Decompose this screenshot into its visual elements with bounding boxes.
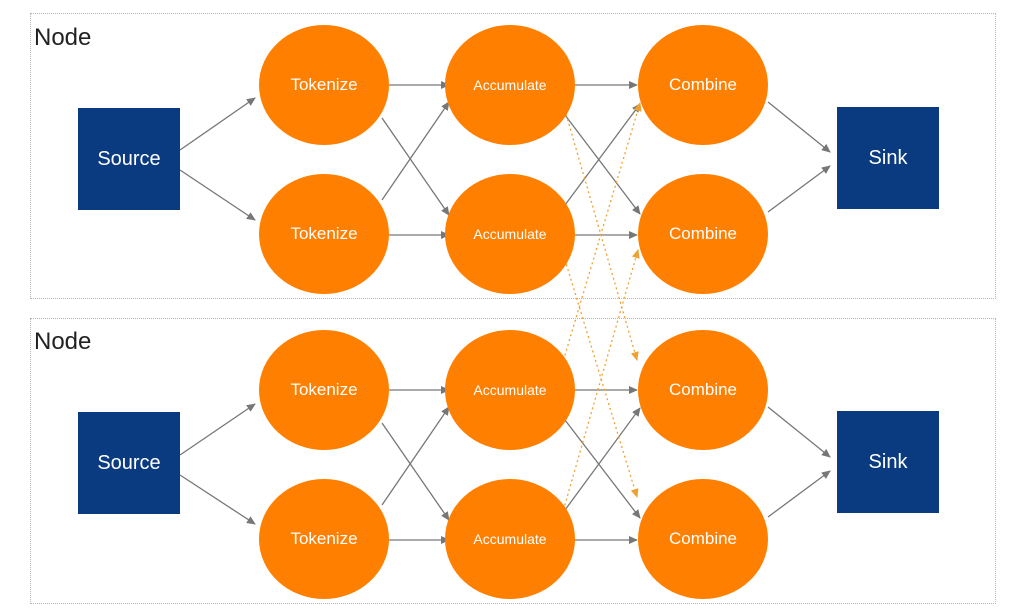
combine-node-top-1: Combine (638, 25, 768, 145)
cross-acc4-com2 (561, 249, 640, 516)
node-frame-bottom (30, 318, 996, 604)
accumulate-node-bottom-1: Accumulate (445, 330, 575, 450)
edge-com4-sink2 (767, 470, 831, 518)
tokenize-node-top-1: Tokenize (259, 25, 389, 145)
edge-acc4-com3 (564, 407, 641, 511)
accumulate-node-top-2: Accumulate (445, 174, 575, 294)
edge-acc3-com4 (564, 419, 641, 519)
edge-src1-tok2 (179, 169, 256, 221)
node-frame-top (30, 13, 996, 299)
sink-box-top: Sink (837, 107, 939, 209)
accumulate-node-bottom-2: Accumulate (445, 479, 575, 599)
edge-acc2-com1 (564, 103, 641, 206)
edge-src2-tok3 (179, 403, 256, 456)
edge-tok1-acc2 (381, 117, 450, 216)
cross-acc3-com1 (561, 102, 642, 366)
accumulate-node-top-1: Accumulate (445, 25, 575, 145)
tokenize-node-bottom-1: Tokenize (259, 330, 389, 450)
edge-com3-sink2 (767, 406, 831, 458)
tokenize-node-top-2: Tokenize (259, 174, 389, 294)
combine-node-bottom-2: Combine (638, 479, 768, 599)
edge-tok4-acc3 (381, 406, 450, 506)
edge-com1-sink1 (767, 101, 831, 153)
edge-tok3-acc4 (381, 422, 450, 521)
cross-acc2-com4 (561, 249, 639, 498)
combine-node-top-2: Combine (638, 174, 768, 294)
node-label-top: Node (34, 24, 92, 51)
edge-acc1-com2 (564, 114, 641, 215)
edge-com2-sink1 (767, 165, 831, 213)
cross-acc1-com3 (561, 99, 639, 361)
tokenize-node-bottom-2: Tokenize (259, 479, 389, 599)
edge-src1-tok1 (179, 97, 256, 151)
edge-src2-tok4 (179, 474, 256, 525)
node-label-bottom: Node (34, 328, 92, 355)
source-box-bottom: Source (78, 412, 180, 514)
edge-tok2-acc1 (381, 101, 450, 201)
source-box-top: Source (78, 108, 180, 210)
sink-box-bottom: Sink (837, 411, 939, 513)
combine-node-bottom-1: Combine (638, 330, 768, 450)
